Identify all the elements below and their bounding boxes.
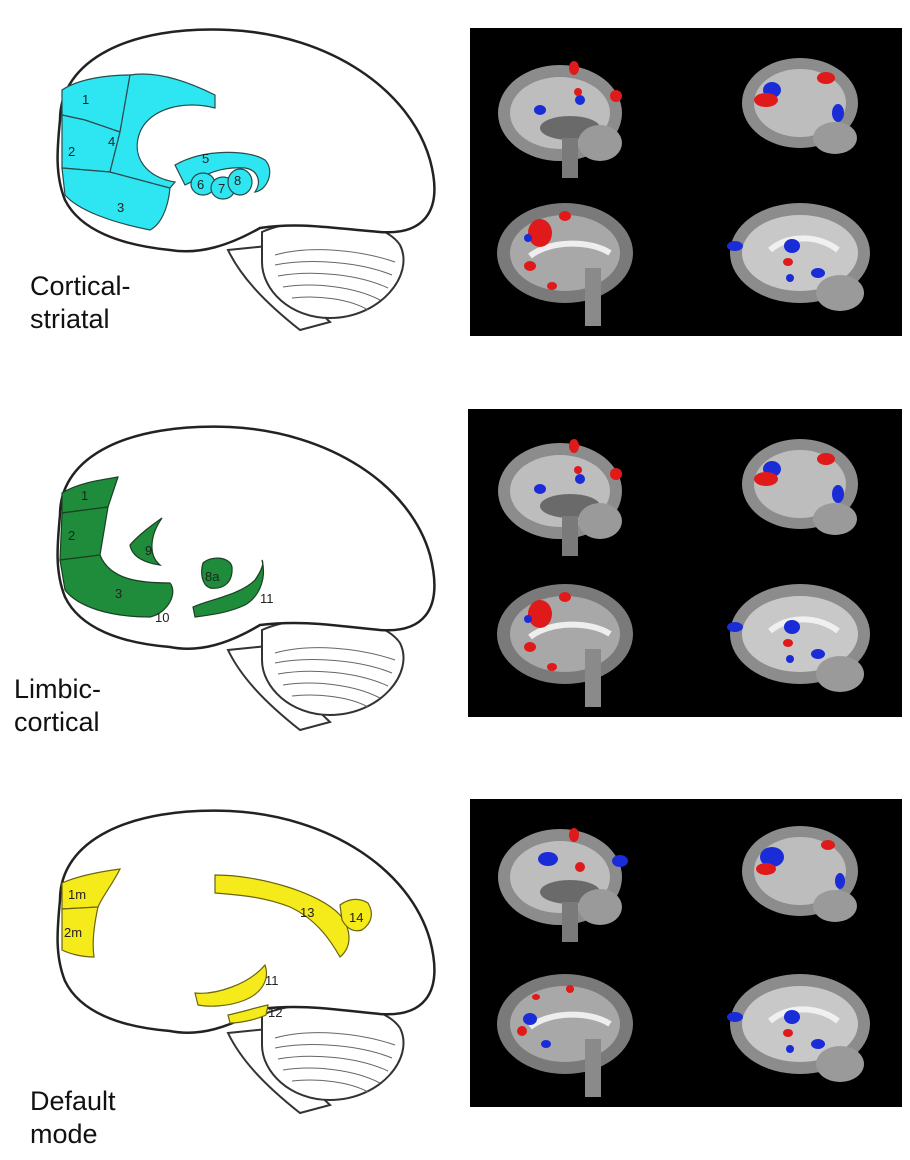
mri-sagittal-bottom-left bbox=[497, 974, 633, 1097]
region-number-2: 2 bbox=[68, 144, 75, 159]
panel-limbic-cortical: 1 2 3 8a 9 10 11 Limbic- cortical bbox=[0, 385, 910, 765]
label-line-1: Default bbox=[30, 1085, 116, 1118]
region-number-1: 1 bbox=[81, 488, 88, 503]
region-number-10: 10 bbox=[155, 610, 169, 625]
panel-default-mode: 1m 2m 11 12 13 14 Default mode bbox=[0, 775, 910, 1160]
label-line-1: Limbic- bbox=[14, 673, 101, 706]
region-number-2: 2 bbox=[68, 528, 75, 543]
mri-sagittal-top-left bbox=[498, 439, 622, 556]
region-number-6: 6 bbox=[197, 177, 204, 192]
label-line-2: mode bbox=[30, 1118, 116, 1151]
mri-panel-cortical-striatal bbox=[470, 28, 902, 336]
region-number-14: 14 bbox=[349, 910, 363, 925]
mri-lateral-top-right bbox=[742, 439, 858, 535]
region-number-1m: 1m bbox=[68, 887, 86, 902]
region-number-8: 8 bbox=[234, 173, 241, 188]
region-number-4: 4 bbox=[108, 134, 115, 149]
mri-lateral-top-right bbox=[742, 58, 858, 154]
mri-scans-cortical-striatal bbox=[470, 28, 902, 336]
mri-sagittal-bottom-right bbox=[727, 203, 870, 311]
region-number-11: 11 bbox=[260, 591, 274, 606]
region-number-5: 5 bbox=[202, 151, 209, 166]
network-label-default-mode: Default mode bbox=[30, 1085, 116, 1151]
mri-scans-default-mode bbox=[470, 799, 902, 1107]
region-number-12: 12 bbox=[268, 1005, 282, 1020]
region-number-9: 9 bbox=[145, 543, 152, 558]
mri-lateral-top-right bbox=[742, 826, 858, 922]
region-number-3: 3 bbox=[117, 200, 124, 215]
mri-scans-limbic-cortical bbox=[468, 409, 902, 717]
region-number-11: 11 bbox=[265, 973, 279, 988]
mri-sagittal-bottom-left bbox=[497, 584, 633, 707]
region-number-13: 13 bbox=[300, 905, 314, 920]
region-number-2m: 2m bbox=[64, 925, 82, 940]
label-line-2: striatal bbox=[30, 303, 131, 336]
mri-sagittal-top-left bbox=[498, 61, 622, 178]
network-label-limbic-cortical: Limbic- cortical bbox=[14, 673, 101, 739]
mri-sagittal-bottom-right bbox=[727, 584, 870, 692]
region-number-3: 3 bbox=[115, 586, 122, 601]
mri-panel-default-mode bbox=[470, 799, 902, 1107]
region-number-8a: 8a bbox=[205, 569, 220, 584]
mri-sagittal-bottom-right bbox=[727, 974, 870, 1082]
region-number-7: 7 bbox=[218, 181, 225, 196]
mri-sagittal-top-left bbox=[498, 828, 628, 942]
panel-cortical-striatal: 1 2 3 4 5 6 7 8 Cortical- striatal bbox=[0, 0, 910, 370]
label-line-2: cortical bbox=[14, 706, 101, 739]
mri-panel-limbic-cortical bbox=[468, 409, 902, 717]
network-label-cortical-striatal: Cortical- striatal bbox=[30, 270, 131, 336]
label-line-1: Cortical- bbox=[30, 270, 131, 303]
region-number-1: 1 bbox=[82, 92, 89, 107]
mri-sagittal-bottom-left bbox=[497, 203, 633, 326]
